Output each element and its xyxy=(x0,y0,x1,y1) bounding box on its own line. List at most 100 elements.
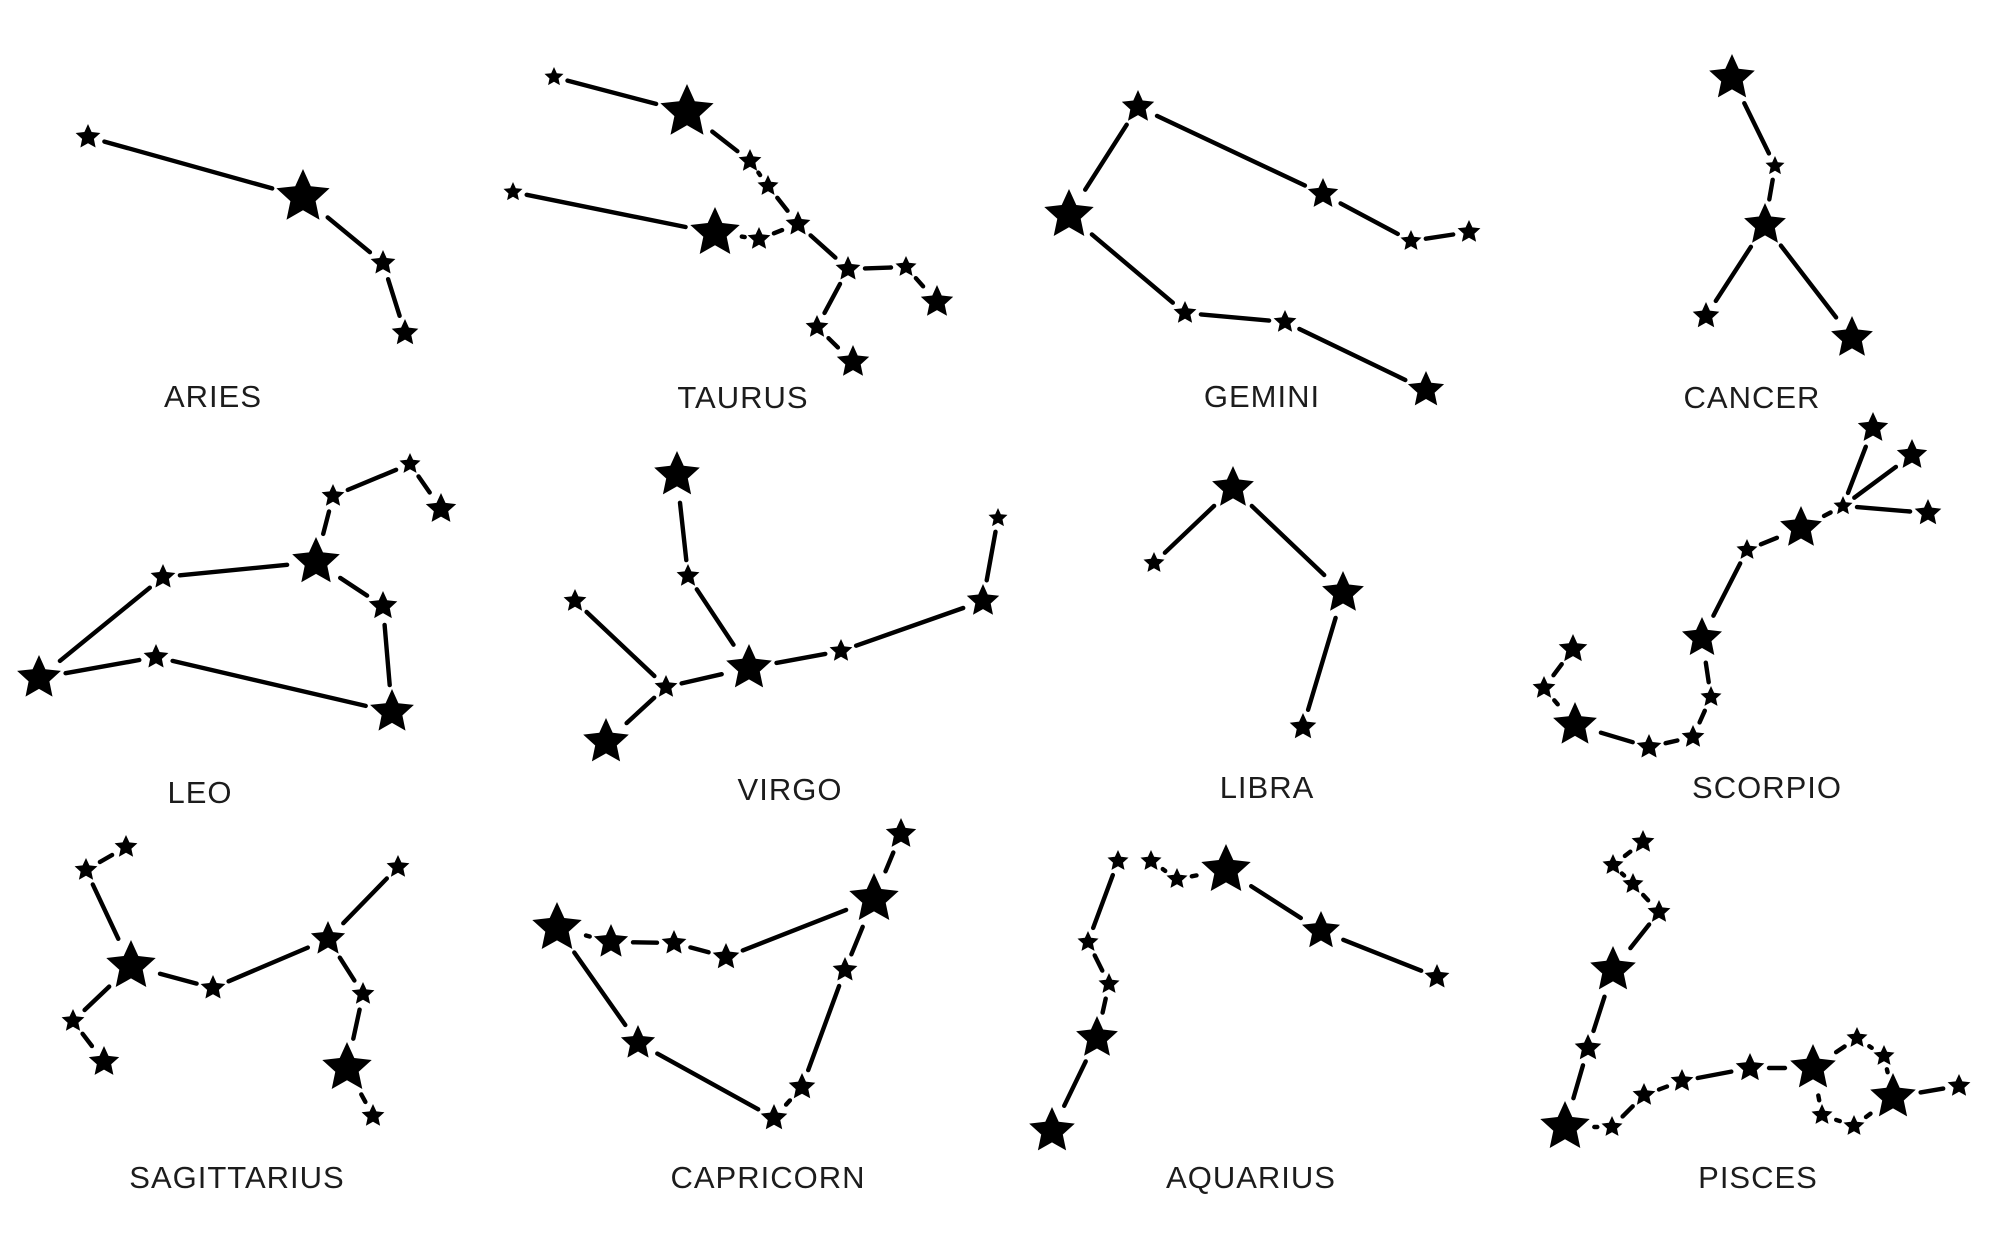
label-virgo: VIRGO xyxy=(737,772,843,807)
constellation-line xyxy=(1852,464,1899,500)
constellation-line xyxy=(694,587,736,647)
constellation-line xyxy=(97,852,115,865)
star-icon xyxy=(1540,1101,1590,1148)
star-icon xyxy=(322,1042,372,1089)
star-icon xyxy=(361,1104,385,1126)
constellation-line xyxy=(1854,504,1913,514)
star-icon xyxy=(920,285,954,316)
constellation-line xyxy=(385,277,402,318)
constellation-line xyxy=(177,562,290,578)
constellation-line xyxy=(1338,201,1401,237)
star-icon xyxy=(1076,1016,1118,1056)
star-icon xyxy=(620,1025,656,1058)
constellation-line xyxy=(1845,444,1869,496)
star-icon xyxy=(895,256,917,276)
constellation-line xyxy=(1154,113,1308,188)
constellation-taurus xyxy=(503,67,954,376)
constellation-line xyxy=(341,876,389,926)
constellation-line xyxy=(624,695,657,726)
constellation-leo xyxy=(17,453,457,731)
star-icon xyxy=(785,211,811,235)
star-icon xyxy=(832,957,858,981)
constellation-line xyxy=(853,605,966,648)
constellation-line xyxy=(1082,122,1129,192)
star-icon xyxy=(757,175,779,195)
constellation-line xyxy=(1090,872,1116,931)
star-icon xyxy=(1870,1073,1916,1117)
constellation-line xyxy=(677,500,689,563)
constellation-line xyxy=(1305,615,1338,712)
star-icon xyxy=(1765,156,1785,175)
constellation-line xyxy=(63,657,142,676)
constellation-line xyxy=(345,467,399,493)
constellation-line xyxy=(822,281,843,316)
constellation-line xyxy=(325,215,373,255)
label-aquarius: AQUARIUS xyxy=(1166,1160,1336,1195)
star-icon xyxy=(1143,552,1165,572)
star-icon xyxy=(1896,439,1928,468)
constellation-line xyxy=(806,983,842,1073)
star-icon xyxy=(747,227,771,249)
constellation-line xyxy=(583,933,592,939)
star-icon xyxy=(1843,1115,1865,1135)
star-icon xyxy=(661,930,687,954)
constellation-line xyxy=(883,850,896,874)
constellation-line xyxy=(1571,1063,1586,1101)
constellation-line xyxy=(1767,177,1775,202)
star-icon xyxy=(1736,539,1758,559)
star-icon xyxy=(1601,1116,1623,1136)
constellation-scorpio xyxy=(1532,412,1942,758)
constellation-line xyxy=(382,622,392,688)
constellation-line xyxy=(1713,244,1754,304)
constellation-line xyxy=(862,265,894,271)
constellation-line xyxy=(565,78,659,107)
star-icon xyxy=(399,453,421,473)
constellation-line xyxy=(1703,660,1711,685)
constellation-line xyxy=(1821,510,1833,519)
constellation-line xyxy=(1248,884,1304,921)
constellation-line xyxy=(775,195,790,213)
constellation-line xyxy=(655,1051,761,1112)
star-icon xyxy=(593,924,629,957)
star-icon xyxy=(1077,931,1099,951)
constellation-line xyxy=(321,509,332,537)
constellation-pisces xyxy=(1540,830,1971,1148)
constellation-line xyxy=(984,529,998,583)
constellation-line xyxy=(82,984,112,1013)
constellation-libra xyxy=(1143,466,1364,739)
constellation-line xyxy=(338,575,370,598)
label-cancer: CANCER xyxy=(1683,380,1821,415)
star-icon xyxy=(1780,506,1822,546)
constellation-line xyxy=(1100,996,1108,1015)
star-icon xyxy=(544,67,564,86)
constellation-line xyxy=(679,672,724,686)
constellation-line xyxy=(1628,922,1652,951)
star-icon xyxy=(1590,946,1636,990)
star-icon xyxy=(276,169,330,220)
constellation-line xyxy=(1833,1044,1847,1055)
star-icon xyxy=(988,508,1008,527)
constellation-line xyxy=(1297,326,1408,383)
star-icon xyxy=(1846,1027,1868,1047)
star-icon xyxy=(370,689,414,731)
star-icon xyxy=(1790,1044,1836,1088)
constellation-line xyxy=(771,227,785,236)
star-icon xyxy=(1914,499,1942,525)
star-icon xyxy=(1631,830,1655,852)
constellation-aries xyxy=(75,124,419,345)
constellation-line xyxy=(1089,232,1176,305)
star-icon xyxy=(114,835,138,857)
star-icon xyxy=(370,250,396,274)
constellation-gemini xyxy=(1044,90,1481,406)
constellation-line xyxy=(1778,243,1839,320)
star-icon xyxy=(368,591,398,619)
constellation-line xyxy=(913,276,926,289)
constellation-line xyxy=(1061,1059,1088,1109)
star-icon xyxy=(1307,178,1339,207)
constellation-line xyxy=(572,950,628,1028)
constellation-line xyxy=(1162,503,1217,555)
constellation-line xyxy=(1884,1067,1890,1075)
constellation-line xyxy=(1189,873,1199,879)
constellation-line xyxy=(783,1098,793,1107)
star-icon xyxy=(503,182,523,201)
